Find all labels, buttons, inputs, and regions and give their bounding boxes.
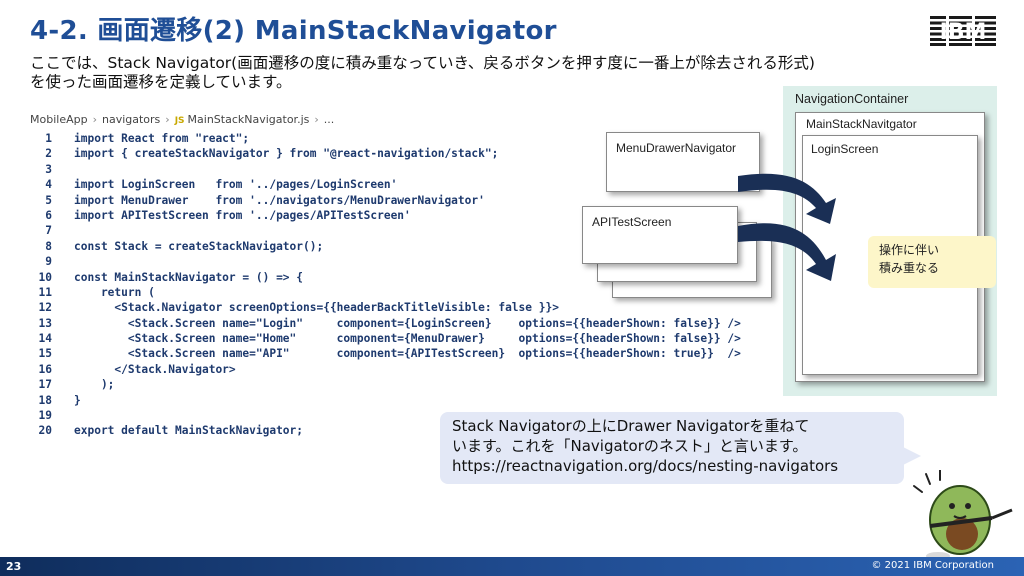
line-number: 19 <box>38 409 52 423</box>
code-line: 14 <Stack.Screen name="Home" component={… <box>30 331 741 346</box>
stack-note-line-1: 操作に伴い <box>879 243 940 257</box>
code-text: </Stack.Navigator> <box>74 362 236 376</box>
line-number: 6 <box>45 208 52 222</box>
code-text: } <box>74 393 81 407</box>
svg-text:IBM: IBM <box>940 20 987 45</box>
line-number: 11 <box>38 285 52 299</box>
code-line: 10 const MainStackNavigator = () => { <box>30 270 741 285</box>
main-stack-label: MainStackNavitgator <box>806 117 917 131</box>
line-number: 2 <box>45 147 52 161</box>
intro-line-2: を使った画面遷移を定義しています。 <box>30 73 292 91</box>
callout-tail <box>897 444 921 468</box>
line-number: 1 <box>45 132 52 145</box>
code-text: import LoginScreen from '../pages/LoginS… <box>74 178 398 192</box>
page-number: 23 <box>6 560 22 573</box>
code-text: import APITestScreen from '../pages/APIT… <box>74 208 411 222</box>
line-number: 20 <box>38 424 52 438</box>
chevron-right-icon: › <box>165 113 170 126</box>
callout-line-1: Stack Navigatorの上にDrawer Navigatorを重ねて <box>452 417 810 435</box>
code-line: 11 return ( <box>30 285 741 300</box>
line-number: 15 <box>38 347 52 361</box>
intro-text: ここでは、Stack Navigator(画面遷移の度に積み重なっていき、戻るボ… <box>30 54 970 92</box>
chevron-right-icon: › <box>92 113 97 126</box>
line-number: 13 <box>38 316 52 330</box>
code-line: 20 export default MainStackNavigator; <box>30 423 741 438</box>
code-line: 3 <box>30 162 741 177</box>
api-test-label: APITestScreen <box>592 215 672 229</box>
api-test-screen-box: APITestScreen <box>582 206 738 264</box>
code-line: 8 const Stack = createStackNavigator(); <box>30 239 741 254</box>
navigation-container-label: NavigationContainer <box>795 92 909 106</box>
line-number: 3 <box>45 162 52 176</box>
line-number: 5 <box>45 193 52 207</box>
code-line: 6 import APITestScreen from '../pages/API… <box>30 208 741 223</box>
code-line: 2 import { createStackNavigator } from "@… <box>30 146 741 161</box>
js-file-icon: JS <box>174 116 185 126</box>
line-number: 18 <box>38 393 52 407</box>
code-text: const MainStackNavigator = () => { <box>74 270 304 284</box>
line-number: 16 <box>38 362 52 376</box>
breadcrumb-item-file[interactable]: MainStackNavigator.js <box>187 113 310 126</box>
code-text: return ( <box>74 285 155 299</box>
code-line: 18} <box>30 393 741 408</box>
line-number: 7 <box>45 224 52 238</box>
code-line: 15 <Stack.Screen name="API" component={A… <box>30 346 741 361</box>
code-line: 13 <Stack.Screen name="Login" component=… <box>30 316 741 331</box>
line-number: 17 <box>38 378 52 392</box>
code-text: const Stack = createStackNavigator(); <box>74 239 324 253</box>
line-number: 8 <box>45 239 52 253</box>
stack-note-line-2: 積み重なる <box>879 261 940 275</box>
menu-drawer-label: MenuDrawerNavigator <box>616 141 737 155</box>
code-line: 16 </Stack.Navigator> <box>30 362 741 377</box>
line-number: 10 <box>38 270 52 284</box>
code-text: import React from "react"; <box>74 132 250 145</box>
intro-line-1: ここでは、Stack Navigator(画面遷移の度に積み重なっていき、戻るボ… <box>30 54 815 72</box>
line-number: 9 <box>45 255 52 269</box>
code-text: export default MainStackNavigator; <box>74 424 304 438</box>
code-line: 5 import MenuDrawer from '../navigators/M… <box>30 193 741 208</box>
code-line: 12 <Stack.Navigator screenOptions={{head… <box>30 300 741 315</box>
chevron-right-icon: › <box>314 113 319 126</box>
code-text: import MenuDrawer from '../navigators/Me… <box>74 193 485 207</box>
code-text: <Stack.Navigator screenOptions={{headerB… <box>74 301 559 315</box>
code-line: 9 <box>30 254 741 269</box>
menu-drawer-box: MenuDrawerNavigator <box>606 132 760 192</box>
copyright-text: © 2021 IBM Corporation <box>871 560 995 571</box>
breadcrumb-item-project[interactable]: MobileApp <box>30 113 88 126</box>
code-line: 17 ); <box>30 377 741 392</box>
code-text: ); <box>74 378 115 392</box>
code-line: 19 <box>30 408 741 423</box>
code-text: <Stack.Screen name="Login" component={Lo… <box>74 316 741 330</box>
login-screen-label: LoginScreen <box>811 142 879 156</box>
line-number: 14 <box>38 332 52 346</box>
breadcrumb-item-folder[interactable]: navigators <box>101 113 161 126</box>
code-line: 7 <box>30 223 741 238</box>
breadcrumb-item-more[interactable]: ... <box>323 113 335 126</box>
nesting-callout: Stack Navigatorの上にDrawer Navigatorを重ねて い… <box>440 412 904 484</box>
footer-bar: 23 © 2021 IBM Corporation <box>0 557 1024 576</box>
line-number: 4 <box>45 178 52 192</box>
callout-link[interactable]: https://reactnavigation.org/docs/nesting… <box>452 457 839 475</box>
code-text: <Stack.Screen name="Home" component={Men… <box>74 332 741 346</box>
code-line: 4 import LoginScreen from '../pages/Login… <box>30 177 741 192</box>
code-text: <Stack.Screen name="API" component={APIT… <box>74 347 741 361</box>
code-line: 1 import React from "react"; <box>30 131 741 146</box>
code-editor: 1 import React from "react"; 2 import { cre… <box>30 131 741 439</box>
line-number: 12 <box>38 301 52 315</box>
page-title: 4-2. 画面遷移(2) MainStackNavigator <box>30 16 557 46</box>
avocado-mascot-icon <box>913 470 1013 560</box>
ibm-logo: IBM <box>930 16 996 46</box>
code-text: import { createStackNavigator } from "@r… <box>74 147 499 161</box>
stack-note: 操作に伴い 積み重なる <box>868 236 996 288</box>
callout-line-2: います。これを「Navigatorのネスト」と言います。 <box>452 437 808 455</box>
